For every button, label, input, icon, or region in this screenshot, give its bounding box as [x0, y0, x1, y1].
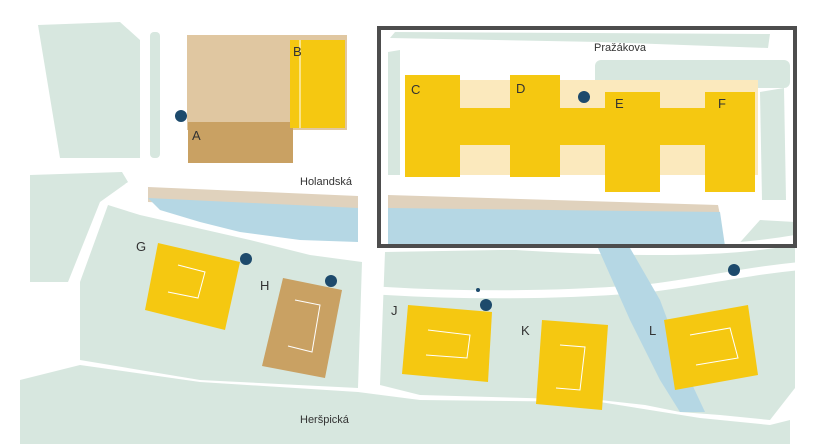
- green-area-south: [20, 365, 790, 444]
- green-strip-nw: [150, 32, 160, 158]
- location-dot-icon[interactable]: [728, 264, 740, 276]
- street-label-holandska: Holandská: [300, 176, 353, 188]
- location-dot-icon[interactable]: [175, 110, 187, 122]
- building-a: [188, 122, 293, 163]
- building-g: [145, 243, 240, 330]
- building-h: [262, 278, 342, 378]
- building-label-d: D: [516, 81, 525, 96]
- green-area-east-strip: [760, 88, 786, 200]
- building-label-a: A: [192, 128, 201, 143]
- building-label-j: J: [391, 303, 398, 318]
- location-dot-icon[interactable]: [325, 275, 337, 287]
- building-label-c: C: [411, 82, 420, 97]
- green-area-nw: [38, 22, 140, 158]
- location-dot-icon[interactable]: [240, 253, 252, 265]
- location-markers[interactable]: [175, 91, 740, 311]
- building-label-b: B: [293, 44, 302, 59]
- location-dot-icon[interactable]: [578, 91, 590, 103]
- highlight-frame[interactable]: [377, 26, 797, 248]
- building-label-l: L: [649, 323, 656, 338]
- building-label-g: G: [136, 239, 146, 254]
- building-k: [536, 320, 608, 410]
- building-label-h: H: [260, 278, 269, 293]
- building-l: [664, 305, 758, 390]
- green-area-center: [388, 50, 400, 175]
- street-label-herspicka: Heršpická: [300, 414, 350, 426]
- green-area-north: [390, 32, 770, 48]
- building-b: [290, 40, 345, 128]
- location-dot-icon[interactable]: [480, 299, 492, 311]
- building-label-k: K: [521, 323, 530, 338]
- street-label-prazakova: Pražákova: [594, 42, 647, 54]
- building-label-e: E: [615, 96, 624, 111]
- building-j: [402, 305, 492, 382]
- building-cf: [405, 75, 755, 192]
- green-area-west: [30, 172, 128, 282]
- building-label-f: F: [718, 96, 726, 111]
- small-dot-icon: [476, 288, 480, 292]
